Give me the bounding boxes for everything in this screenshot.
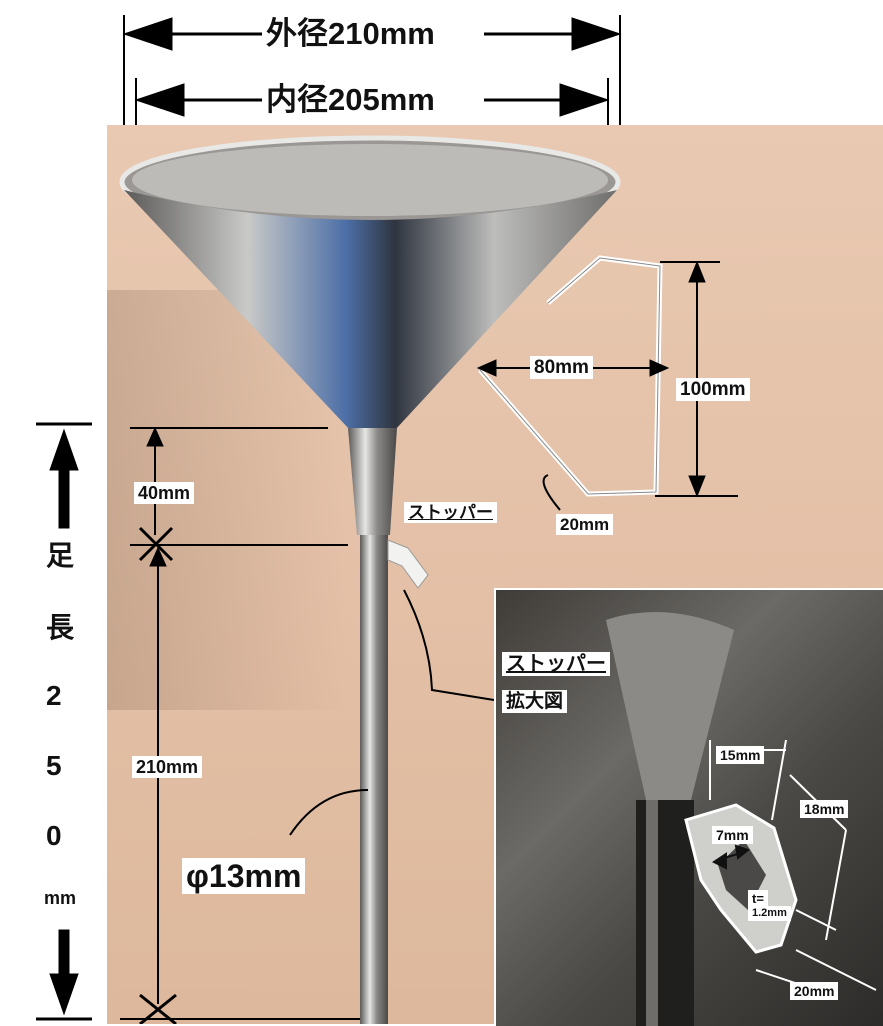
stopper-label-text: ストッパー — [408, 503, 493, 522]
stopper-height-label: 100mm — [676, 378, 750, 401]
stopper-tab-label: 20mm — [556, 514, 614, 535]
pipe-leader — [289, 789, 369, 836]
total-length-arrow — [36, 422, 92, 1021]
inset-thickness-label: t= — [748, 890, 768, 907]
stopper-label-2: ストッパー — [502, 652, 610, 676]
enlarged-leader — [403, 589, 495, 701]
vertical-char-3: 2 — [46, 680, 62, 711]
tab-leader — [542, 474, 561, 511]
inset-thickness-value: 1.2mm — [748, 906, 791, 921]
vertical-char-4: 5 — [46, 750, 62, 781]
vertical-char-2: 長 — [46, 612, 75, 643]
stopper-label: ストッパー — [404, 502, 497, 523]
funnel-cone — [119, 135, 621, 430]
neck-length-label: 40mm — [134, 482, 195, 504]
stopper-hook — [387, 539, 429, 589]
pipe-diameter-label: φ13mm — [182, 858, 306, 894]
stopper-label-2-text: ストッパー — [506, 653, 606, 675]
inset-18mm-label: 18mm — [800, 800, 849, 818]
inset-7mm-label: 7mm — [712, 826, 753, 844]
vertical-char-unit: mm — [44, 888, 77, 908]
leg-length-label: 210mm — [132, 756, 203, 778]
stopper-width-label: 80mm — [530, 356, 593, 379]
leg-length-arrow — [120, 546, 360, 1024]
inset-15mm-label: 15mm — [716, 746, 765, 764]
funnel-neck — [348, 428, 397, 535]
outer-diameter-label: 外径210mm — [266, 16, 435, 51]
enlarged-label: 拡大図 — [502, 690, 568, 713]
inner-diameter-arrow — [134, 78, 610, 125]
inset-20mm-label: 20mm — [790, 982, 839, 1000]
vertical-char-1: 足 — [46, 540, 75, 571]
vertical-char-5: 0 — [46, 820, 62, 851]
inner-diameter-label: 内径205mm — [266, 82, 435, 117]
funnel-pipe — [360, 535, 388, 1024]
outer-diameter-arrow — [122, 15, 622, 125]
